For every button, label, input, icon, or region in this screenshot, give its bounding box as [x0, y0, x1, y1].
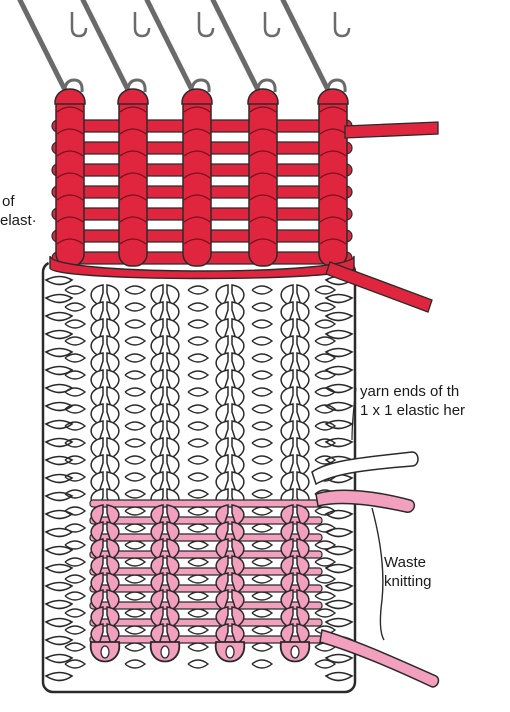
- needle-shaft: [213, 0, 259, 92]
- needle-highlight: [153, 0, 199, 92]
- hem-column: [56, 92, 84, 266]
- label-waste-line2: knitting: [384, 573, 432, 590]
- needle-shaft: [283, 0, 329, 92]
- needle-shaft: [147, 0, 193, 92]
- loop-eye: [291, 646, 299, 658]
- hem-top-loop: [118, 89, 148, 104]
- hem-column: [183, 92, 211, 266]
- hem-column: [319, 92, 347, 266]
- main-knitting: [43, 262, 355, 692]
- hem-column: [249, 92, 277, 266]
- needle-hook-icon: [72, 12, 86, 36]
- needle-hook-icon: [135, 12, 149, 36]
- hem-column: [119, 92, 147, 266]
- loop-eye: [101, 646, 109, 658]
- leader-lines: [352, 388, 384, 640]
- hem-top-loop: [55, 89, 85, 104]
- loop-eye: [161, 646, 169, 658]
- leader-line-waste: [372, 508, 384, 640]
- needle-shaft: [20, 0, 66, 92]
- needle-hook-icon: [199, 12, 213, 36]
- hem-top-loop: [318, 89, 348, 104]
- label-yarn-ends-line1: yarn ends of th: [360, 383, 459, 400]
- label-top-left-line2: elast·: [0, 212, 37, 229]
- elastic-hem: [48, 89, 354, 279]
- needles: [20, 0, 349, 96]
- label-yarn-ends-line2: 1 x 1 elastic her: [360, 402, 465, 419]
- hem-top-loop: [248, 89, 278, 104]
- label-top-left-line1: of: [2, 193, 15, 210]
- needle-highlight: [289, 0, 335, 92]
- label-waste-line1: Waste: [384, 554, 426, 571]
- loop-eye: [226, 646, 234, 658]
- yarn-end-icon: [345, 122, 438, 138]
- needle-highlight: [219, 0, 265, 92]
- needle-shaft: [83, 0, 129, 92]
- hem-top-loop: [182, 89, 212, 104]
- needle-highlight: [89, 0, 135, 92]
- needle-highlight: [26, 0, 72, 92]
- needle-hook-icon: [265, 12, 279, 36]
- needle-hook-icon: [335, 12, 349, 36]
